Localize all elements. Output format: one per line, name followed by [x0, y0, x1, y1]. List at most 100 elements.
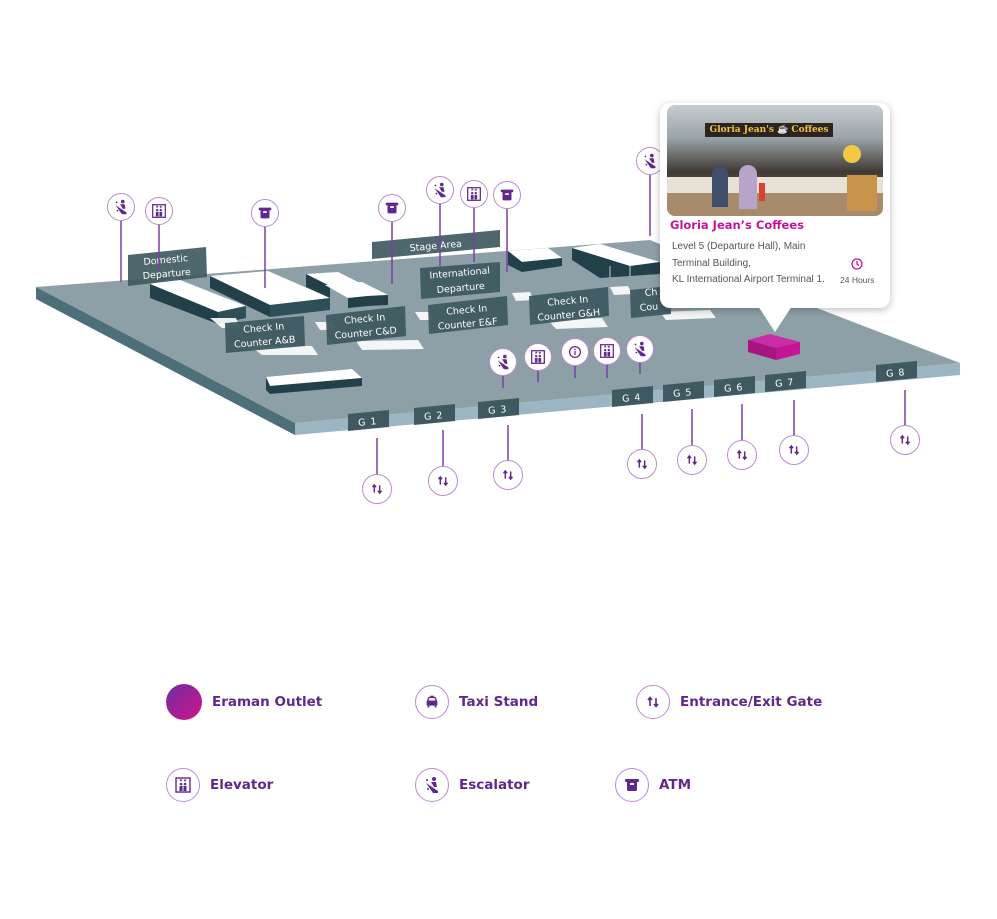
address-line: KL International Airport Terminal 1. — [672, 274, 825, 285]
gate-label: G 3 — [488, 404, 508, 417]
legend-atm: ATM — [615, 768, 691, 802]
gate-tab-5[interactable]: G 5 — [663, 381, 704, 402]
pin-circle — [428, 466, 458, 496]
escalator-icon — [415, 768, 449, 802]
gate-label: G 6 — [724, 382, 744, 395]
pin-atm[interactable] — [251, 199, 279, 289]
pin-atm[interactable] — [378, 194, 406, 285]
photo-menu-board — [847, 175, 877, 211]
pin-circle — [779, 435, 809, 465]
svg-text:Departure: Departure — [142, 267, 191, 282]
gate-tabs: G 1 G 2 G 3 G 4 G 5 G 6 G 7 G 8 — [348, 361, 917, 431]
pin-circle — [677, 445, 707, 475]
pin-circle — [362, 474, 392, 504]
atm-icon — [258, 207, 272, 219]
legend-label: ATM — [659, 777, 692, 793]
photo-person — [739, 165, 757, 209]
legend-taxi-stand: Taxi Stand — [415, 685, 538, 719]
legend-escalator: Escalator — [415, 768, 530, 802]
gate-tab-8[interactable]: G 8 — [876, 361, 917, 382]
gate-tab-7[interactable]: G 7 — [765, 371, 806, 392]
entrance-exit-pins — [362, 390, 920, 504]
opening-hours: 24 Hours — [840, 275, 875, 285]
pin-circle — [627, 449, 657, 479]
gate-tab-6[interactable]: G 6 — [714, 376, 755, 397]
gate-tab-bg — [612, 386, 653, 407]
entrance-exit-pin-3[interactable] — [493, 425, 523, 490]
gate-label: G 2 — [424, 410, 444, 423]
gate-label: G 5 — [673, 387, 693, 400]
area-stage-area[interactable]: Stage Area — [372, 230, 500, 259]
gate-tab-bg — [876, 361, 917, 382]
photo-bag — [759, 183, 765, 201]
gate-tab-bg — [478, 398, 519, 419]
legend-label: Elevator — [210, 777, 274, 793]
area-check-in-gh[interactable]: Check In Counter G&H — [529, 287, 609, 325]
atm-icon — [500, 189, 514, 201]
gate-tab-2[interactable]: G 2 — [414, 404, 455, 425]
area-domestic-departure[interactable]: Domestic Departure — [128, 247, 207, 286]
pin-circle — [890, 425, 920, 455]
svg-text:Cou: Cou — [639, 301, 658, 314]
pin-circle — [107, 193, 135, 221]
atm-icon — [615, 768, 649, 802]
gate-tab-3[interactable]: G 3 — [478, 398, 519, 419]
pin-atm[interactable] — [493, 181, 521, 273]
popup-pointer — [758, 306, 792, 332]
pin-circle — [145, 197, 173, 225]
entrance-exit-pin-8[interactable] — [890, 390, 920, 455]
entrance-exit-pin-2[interactable] — [428, 430, 458, 496]
gate-label: G 8 — [886, 367, 906, 380]
pin-circle — [460, 180, 488, 208]
gate-label: G 1 — [358, 416, 378, 429]
gate-tab-4[interactable]: G 4 — [612, 386, 653, 407]
area-check-in-ef[interactable]: Check In Counter E&F — [428, 296, 508, 334]
entrance-exit-pin-7[interactable] — [779, 400, 809, 465]
svg-text:Counter G&H: Counter G&H — [537, 307, 601, 323]
legend-entrance-exit-gate: Entrance/Exit Gate — [636, 685, 822, 719]
gate-tab-bg — [714, 376, 755, 397]
entrance-exit-icon — [636, 685, 670, 719]
entrance-exit-pin-4[interactable] — [627, 414, 657, 479]
pin-elevator[interactable] — [460, 180, 488, 263]
buildings — [150, 244, 716, 394]
outlet-photo: Gloria Jean's ☕ Coffees — [667, 105, 883, 216]
gate-tab-1[interactable]: G 1 — [348, 410, 389, 431]
pin-elevator[interactable] — [593, 337, 621, 379]
gate-label: G 7 — [775, 377, 795, 390]
photo-person — [712, 167, 728, 207]
outlet-popup-card[interactable]: Gloria Jean's ☕ Coffees Gloria Jean’s Co… — [660, 103, 890, 332]
legend-label: Taxi Stand — [459, 694, 539, 710]
pin-elevator[interactable] — [145, 197, 173, 271]
eraman-outlet-marker[interactable] — [748, 334, 800, 360]
pin-escalator[interactable] — [426, 176, 454, 267]
svg-text:Counter C&D: Counter C&D — [334, 325, 397, 341]
legend-label: Entrance/Exit Gate — [680, 694, 823, 710]
legend-label: Eraman Outlet — [212, 694, 323, 710]
entrance-exit-pin-5[interactable] — [677, 409, 707, 475]
eraman-outlet-icon — [166, 684, 202, 720]
address-line: Level 5 (Departure Hall), Main — [672, 241, 806, 252]
pin-escalator[interactable] — [636, 147, 664, 237]
taxi-icon — [415, 685, 449, 719]
legend-elevator: Elevator — [166, 768, 273, 802]
area-international-departure[interactable]: International Departure — [420, 262, 500, 299]
pin-escalator[interactable] — [489, 348, 517, 389]
pin-info[interactable] — [561, 338, 589, 379]
pin-escalator[interactable] — [626, 335, 654, 375]
pin-circle — [493, 460, 523, 490]
pin-circle — [426, 176, 454, 204]
entrance-exit-pin-1[interactable] — [362, 438, 392, 504]
area-check-in-ab[interactable]: Check In Counter A&B — [225, 316, 305, 353]
pin-circle — [524, 343, 552, 371]
gate-label: G 4 — [622, 392, 642, 405]
gate-tab-bg — [765, 371, 806, 392]
gate-tab-bg — [414, 404, 455, 425]
pin-elevator[interactable] — [524, 343, 552, 383]
svg-text:Check In: Check In — [446, 303, 488, 318]
area-check-in-cd[interactable]: Check In Counter C&D — [326, 306, 406, 345]
pin-circle — [593, 337, 621, 365]
pin-escalator[interactable] — [107, 193, 135, 283]
entrance-exit-pin-6[interactable] — [727, 404, 757, 470]
svg-text:International: International — [429, 265, 490, 281]
